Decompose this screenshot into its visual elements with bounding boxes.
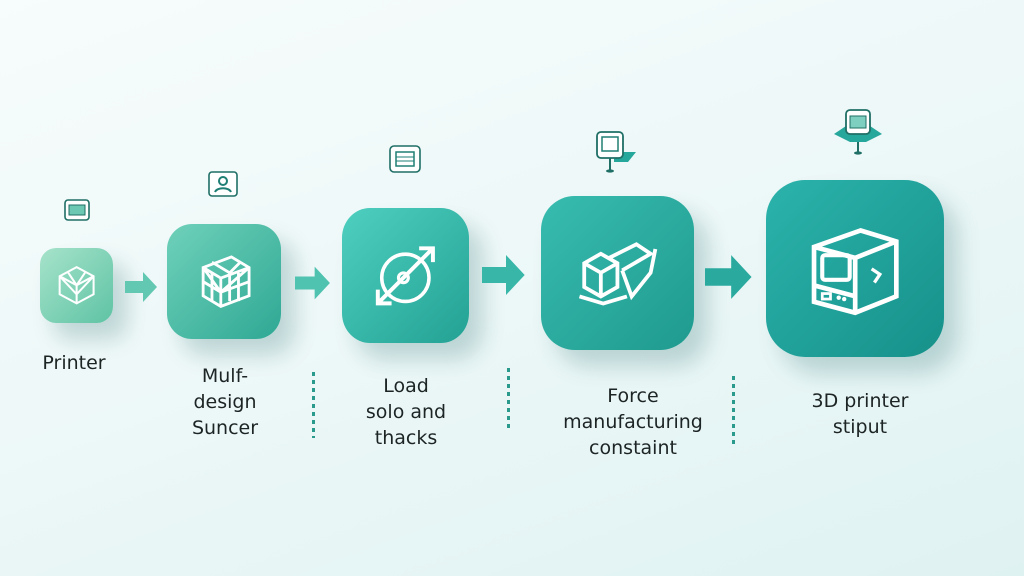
user-icon	[208, 171, 238, 197]
arrow-right-icon	[482, 255, 525, 295]
step-5-label: 3D printer stiput	[812, 388, 909, 440]
step-1-label: Printer	[42, 350, 105, 376]
monitor-icon	[64, 199, 90, 221]
dotted-divider	[732, 376, 735, 448]
lattice-cube-icon	[201, 255, 251, 308]
boxes-icon	[579, 242, 658, 306]
step-3-load-tile	[342, 208, 469, 343]
map-pin-printer-icon	[834, 109, 882, 155]
arrow-right-icon	[705, 255, 752, 299]
compass-arrow-icon	[375, 245, 436, 306]
label-line: manufacturing	[563, 411, 703, 433]
step-1-printer-tile	[40, 248, 113, 323]
label-line: Suncer	[191, 417, 259, 439]
label-line: Printer	[42, 352, 106, 374]
step-4-manufacturing-tile	[541, 196, 694, 350]
label-line: thacks	[374, 427, 438, 449]
step-2-label: Mulf- design Suncer	[192, 363, 258, 441]
dotted-divider	[312, 372, 315, 438]
label-line: 3D printer	[811, 390, 909, 412]
label-line: Force	[607, 385, 659, 407]
arrow-right-icon	[125, 272, 157, 302]
step-5-3d-printer-tile	[766, 180, 944, 357]
label-line: stiput	[832, 416, 888, 438]
label-line: Mulf-	[201, 365, 249, 387]
label-line: constaint	[589, 437, 677, 459]
map-pin-device-icon	[596, 131, 636, 173]
step-4-label: Force manufacturing constaint	[563, 383, 703, 461]
arrow-right-icon	[295, 266, 330, 300]
document-icon	[389, 145, 421, 173]
label-line: design	[193, 391, 257, 413]
wireframe-cube-icon	[58, 266, 95, 305]
step-3-label: Load solo and thacks	[366, 373, 446, 451]
label-line: Load	[383, 375, 429, 397]
3d-printer-icon	[811, 227, 899, 315]
label-line: solo and	[365, 401, 447, 423]
dotted-divider	[507, 368, 510, 428]
step-2-design-tile	[167, 224, 281, 339]
